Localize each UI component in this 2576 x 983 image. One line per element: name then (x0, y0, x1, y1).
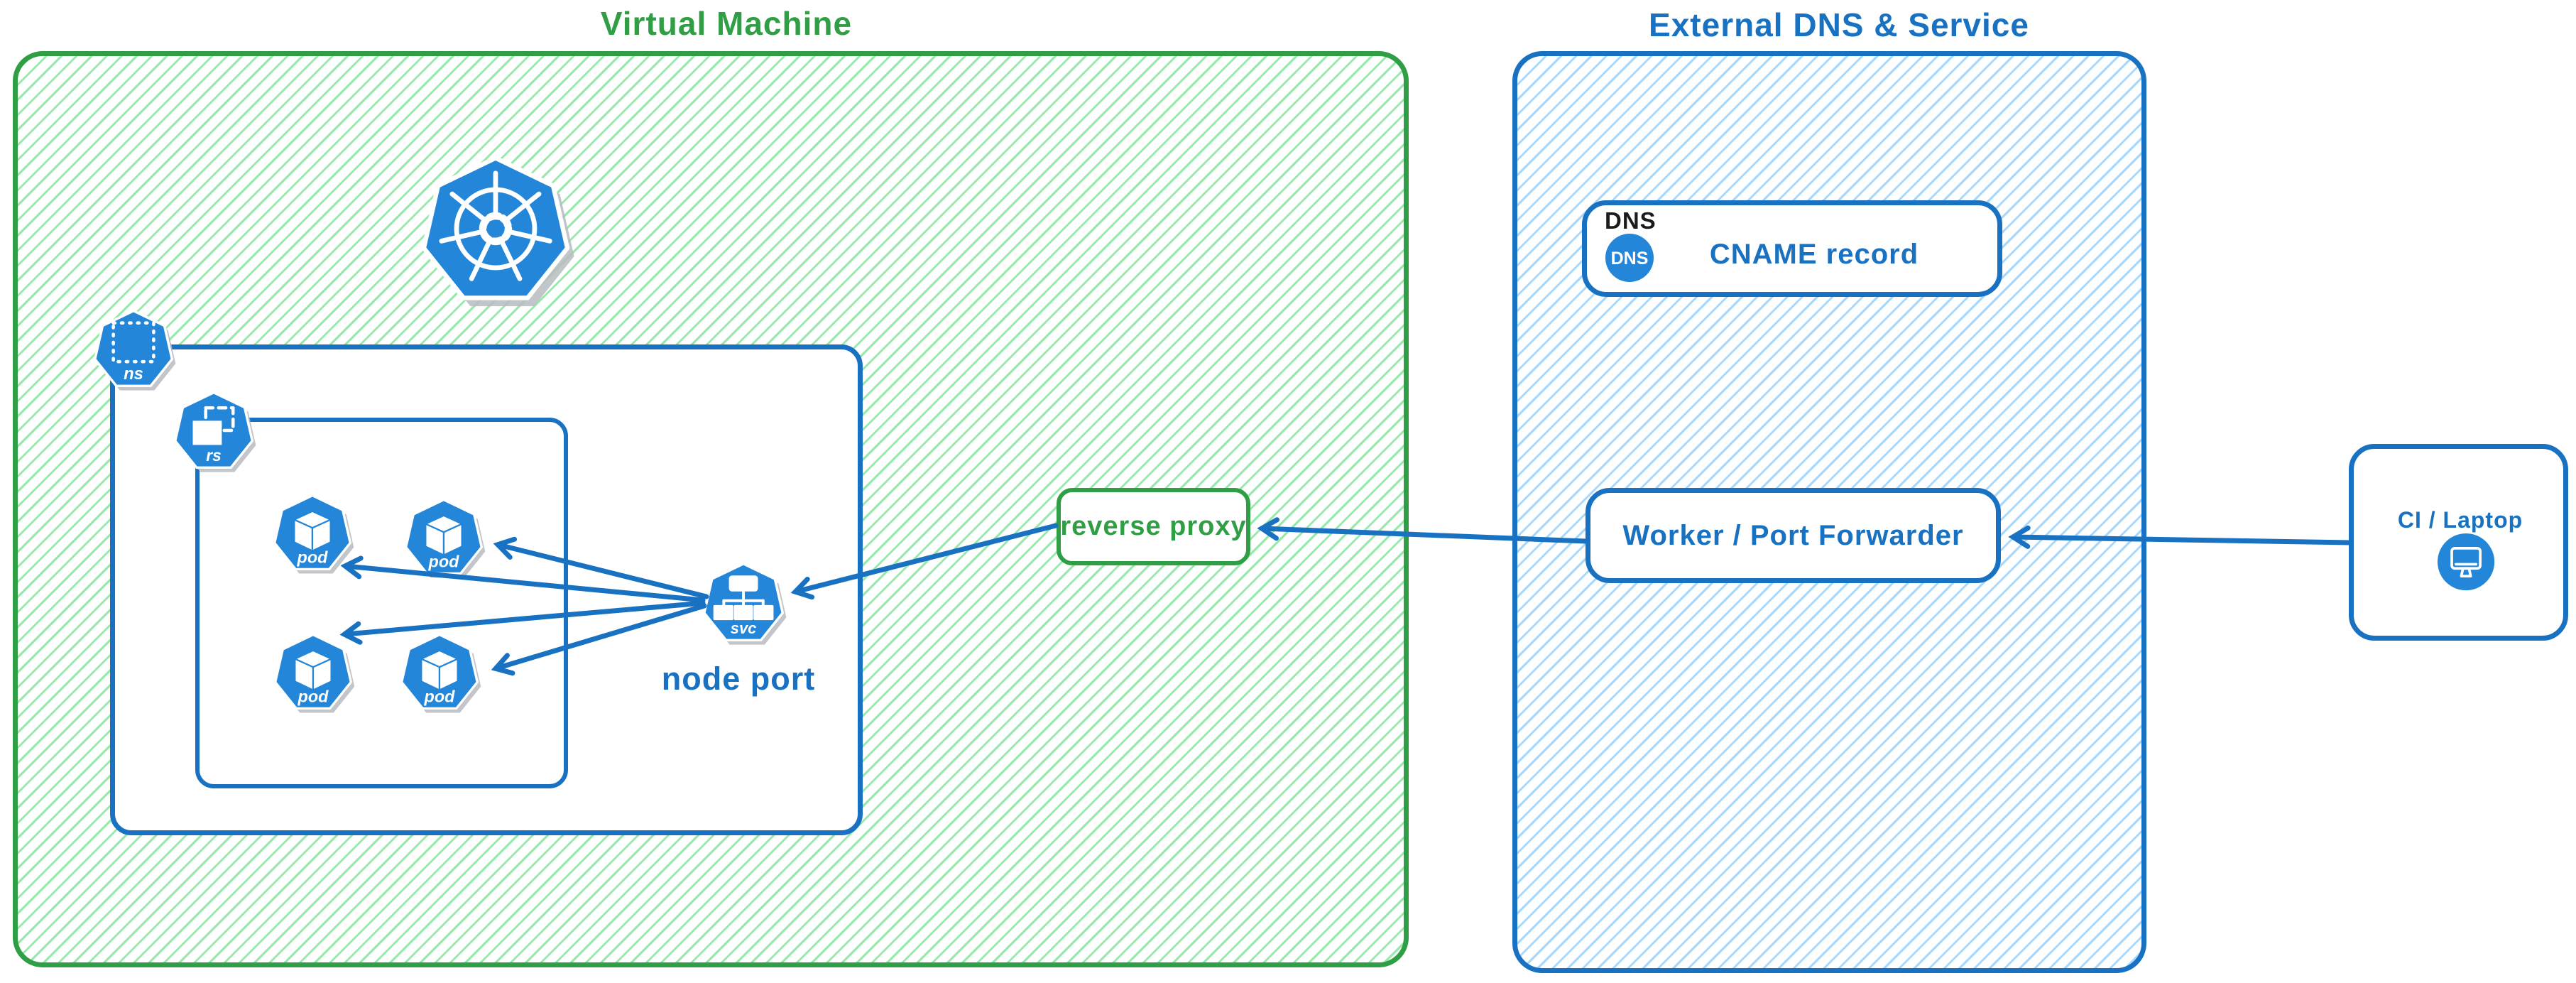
cname-record-label: CNAME record (1709, 239, 1919, 270)
replicaset-box (195, 418, 568, 788)
reverse-proxy-box: reverse proxy (1057, 488, 1250, 565)
worker-box: Worker / Port Forwarder (1586, 488, 2001, 583)
reverse-proxy-label: reverse proxy (1060, 511, 1247, 541)
ci-laptop-box (2349, 444, 2568, 641)
worker-label: Worker / Port Forwarder (1622, 519, 1964, 551)
dns-corner-label: DNS (1605, 207, 1657, 234)
node-port-label: node port (661, 661, 816, 697)
vm-title: Virtual Machine (600, 5, 853, 42)
external-title: External DNS & Service (1649, 6, 2029, 43)
ci-laptop-label: CI / Laptop (2397, 507, 2523, 533)
